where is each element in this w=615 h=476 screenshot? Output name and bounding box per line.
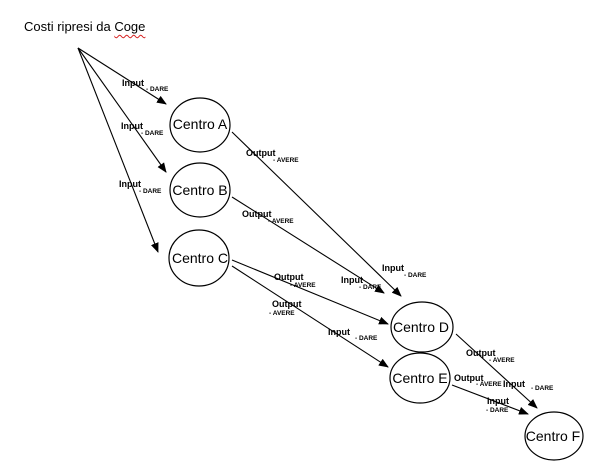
dare-label: - DARE (486, 407, 509, 414)
avere-label: - AVERE (489, 357, 515, 364)
input-label-c: Input - DARE (119, 179, 162, 195)
centro-c-node (168, 229, 230, 287)
output-label-c-e: Output - AVERE (269, 299, 302, 317)
centro-e-node (389, 352, 451, 404)
centro-e-label: Centro E (392, 370, 448, 386)
input-label-d-f: Input - DARE (503, 379, 554, 392)
input-label-c-e: Input - DARE (328, 327, 378, 342)
centro-b-label: Centro B (172, 182, 228, 198)
edge-b-to-d (231, 196, 385, 294)
centro-c-label: Centro C (171, 250, 229, 266)
avere-label: - AVERE (269, 310, 295, 317)
output-label-a: Output - AVERE (246, 148, 299, 164)
edge-a-to-d (231, 131, 402, 297)
input-label-b: Input - DARE (121, 121, 164, 137)
centro-d-label: Centro D (392, 319, 450, 335)
output-label-e: Output - AVERE (454, 373, 502, 388)
source-label: Costi ripresi da Coge (24, 19, 146, 34)
edge-d-to-f (455, 333, 538, 409)
centro-f-label: Centro F (525, 428, 581, 444)
dare-label: - DARE (146, 86, 169, 93)
input-label-a: Input - DARE (122, 78, 169, 93)
avere-label: - AVERE (268, 218, 294, 225)
dare-label: - DARE (355, 335, 378, 342)
dare-label: - DARE (139, 188, 162, 195)
edge-source-to-a (77, 47, 167, 105)
input-label-e-f: Input - DARE (486, 396, 509, 414)
output-label-c-d: Output - AVERE (274, 272, 316, 289)
avere-label: - AVERE (273, 157, 299, 164)
dare-label: - DARE (359, 284, 382, 291)
output-label-d: Output - AVERE (466, 348, 515, 364)
edge-c-to-e (231, 265, 389, 368)
input-label-b-d: Input - DARE (341, 275, 382, 291)
dare-label: - DARE (141, 130, 164, 137)
dare-label: - DARE (531, 385, 554, 392)
input-label-a-d: Input - DARE (382, 263, 427, 279)
avere-label: - AVERE (290, 282, 316, 289)
dare-label: - DARE (404, 272, 427, 279)
avere-label: - AVERE (476, 381, 502, 388)
edge-e-to-f (451, 384, 529, 415)
node-shapes (168, 97, 584, 461)
centro-a-node (169, 97, 231, 153)
centro-b-node (169, 162, 231, 218)
centro-d-node (390, 301, 454, 353)
centro-f-node (524, 411, 584, 461)
edge-c-to-d (231, 259, 389, 325)
centro-a-label: Centro A (172, 116, 228, 132)
output-label-b: Output - AVERE (242, 209, 294, 225)
edge-source-to-c (77, 47, 159, 253)
edge-source-to-b (77, 47, 167, 173)
